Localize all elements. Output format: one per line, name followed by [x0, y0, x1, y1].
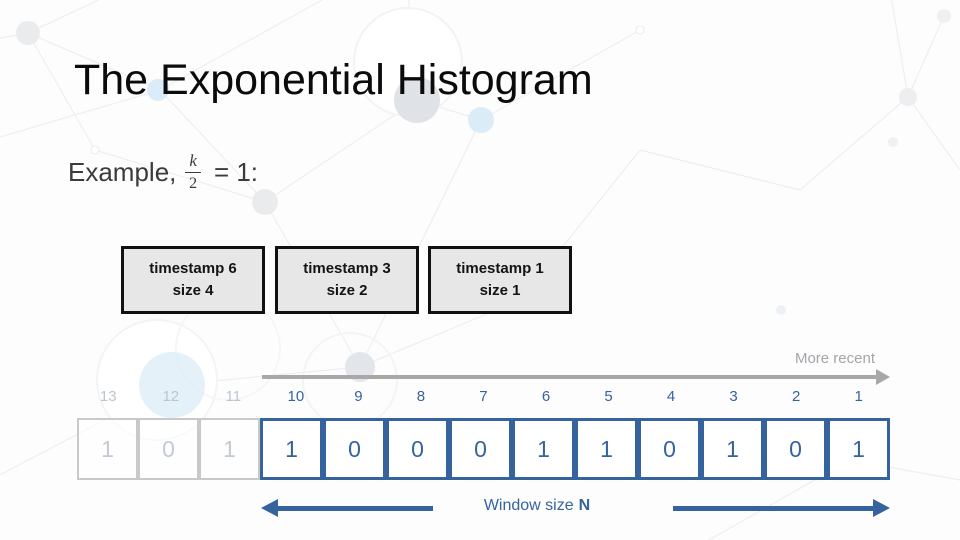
histogram-cell: 1	[199, 418, 260, 480]
cell-index-label: 10	[287, 388, 305, 405]
cell-index-label: 5	[604, 388, 613, 405]
cell-index-label: 1	[854, 388, 863, 405]
histogram-cell: 1	[512, 418, 575, 480]
histogram-cell: 0	[764, 418, 827, 480]
fraction-numerator: k	[185, 152, 201, 173]
histogram-cell: 0	[386, 418, 449, 480]
window-size-n: N	[578, 497, 591, 514]
window-size-text: Window size	[483, 497, 574, 514]
cell-index-label: 13	[99, 388, 117, 405]
histogram-cell: 0	[638, 418, 701, 480]
window-right-arrow-line	[673, 506, 873, 511]
histogram-cell: 1	[260, 418, 323, 480]
bucket-size: size 1	[479, 282, 521, 299]
bucket-timestamp: timestamp 1	[456, 260, 544, 278]
window-left-arrowhead-icon	[261, 499, 278, 517]
more-recent-arrow-line	[262, 375, 876, 379]
window-left-arrow-line	[277, 506, 433, 511]
bucket-timestamp: timestamp 3	[303, 260, 391, 278]
fraction: k 2	[185, 152, 201, 192]
page-title: The Exponential Histogram	[74, 56, 593, 104]
cell-index-row: 13 12 11 10 9 8 7 6 5 4 3 2 1	[77, 386, 890, 408]
bucket-box-timestamp-1: timestamp 1 size 1	[428, 246, 572, 314]
formula-prefix: Example,	[68, 156, 177, 187]
cell-index-label: 7	[479, 388, 488, 405]
histogram-cell: 1	[827, 418, 890, 480]
bucket-box-timestamp-3: timestamp 3 size 2	[275, 246, 419, 314]
example-formula: Example, k 2 = 1:	[68, 146, 258, 198]
histogram-cell: 0	[323, 418, 386, 480]
bucket-size: size 2	[326, 282, 368, 299]
cell-index-label: 8	[416, 388, 426, 405]
cell-index-label: 11	[225, 388, 242, 405]
cell-index-label: 6	[541, 388, 551, 405]
formula-suffix: = 1:	[213, 156, 259, 187]
bucket-box-timestamp-6: timestamp 6 size 4	[121, 246, 265, 314]
histogram-cell: 1	[575, 418, 638, 480]
histogram-cell: 1	[701, 418, 764, 480]
histogram-cell: 0	[138, 418, 199, 480]
histogram-cell: 0	[449, 418, 512, 480]
more-recent-arrowhead-icon	[876, 369, 890, 385]
histogram-cell: 1	[77, 418, 138, 480]
cell-index-label: 9	[354, 388, 363, 405]
bucket-timestamp: timestamp 6	[149, 260, 237, 278]
cell-index-label: 3	[729, 388, 738, 405]
cell-index-label: 2	[791, 388, 801, 405]
cell-index-label: 12	[162, 388, 180, 405]
window-right-arrowhead-icon	[873, 499, 890, 517]
more-recent-label: More recent	[794, 350, 875, 367]
fraction-denominator: 2	[189, 175, 198, 192]
bucket-size: size 4	[172, 282, 214, 299]
cell-index-label: 4	[666, 388, 676, 405]
